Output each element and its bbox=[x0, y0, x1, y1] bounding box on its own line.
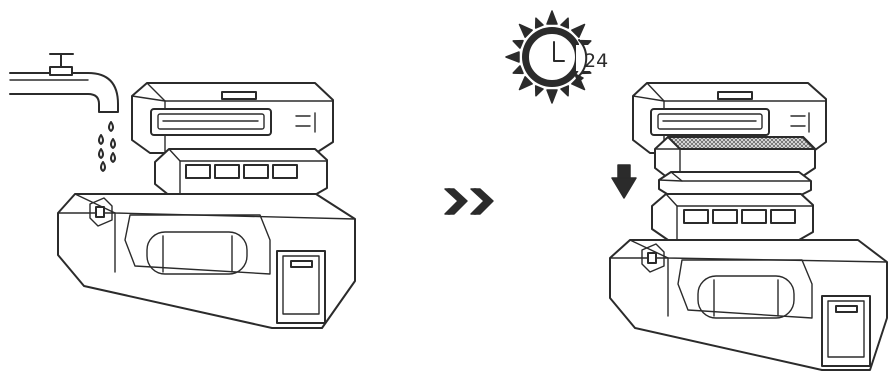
dust-bin-base bbox=[58, 194, 355, 328]
step-dry-and-reassemble: 24 bbox=[487, 0, 887, 370]
water-drops-icon bbox=[99, 122, 115, 171]
water-tap-icon bbox=[10, 54, 118, 112]
double-chevron-icon bbox=[445, 189, 493, 214]
filter-lid bbox=[132, 83, 333, 153]
dust-bin-base bbox=[610, 240, 887, 370]
dry-time-label: 24 bbox=[584, 50, 608, 72]
filter-tray bbox=[155, 149, 327, 196]
down-arrow-icon bbox=[612, 165, 636, 198]
sun-clock-icon: 24 bbox=[487, 0, 617, 122]
step-rinse bbox=[10, 54, 355, 328]
filter-tray bbox=[652, 194, 813, 240]
